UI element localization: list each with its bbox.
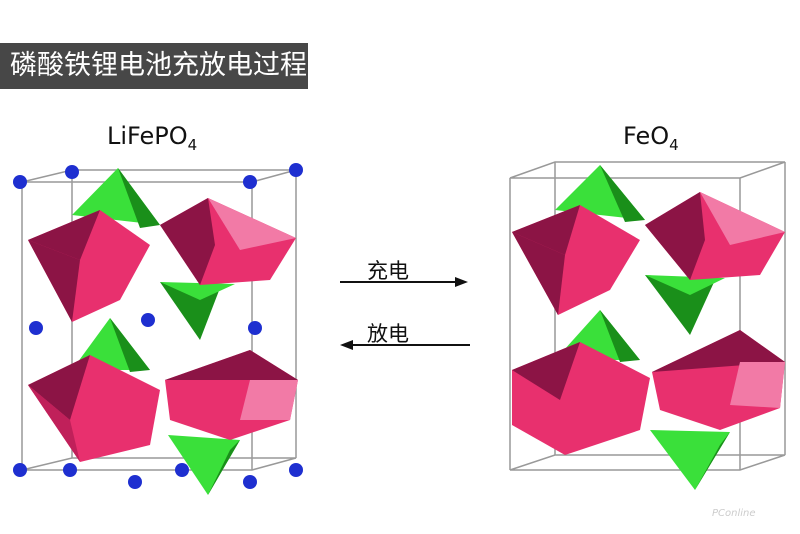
right-formula-sub: 4	[669, 135, 679, 154]
discharge-label: 放电	[367, 322, 409, 346]
left-formula-main: LiFePO	[107, 122, 188, 150]
left-octahedra	[28, 198, 298, 462]
watermark: PConline	[712, 508, 756, 519]
left-formula-label: LiFePO4	[107, 122, 197, 154]
right-formula-main: FeO	[623, 122, 670, 150]
right-formula-label: FeO4	[623, 122, 679, 154]
lithium-atoms	[13, 163, 303, 489]
left-tetrahedra	[72, 168, 240, 495]
title-bar: 磷酸铁锂电池充放电过程	[0, 43, 308, 89]
right-octahedra	[512, 192, 785, 455]
left-formula-sub: 4	[187, 135, 198, 154]
charge-label: 充电	[367, 259, 409, 283]
charge-arrow	[340, 277, 468, 287]
discharge-arrow	[340, 340, 470, 350]
